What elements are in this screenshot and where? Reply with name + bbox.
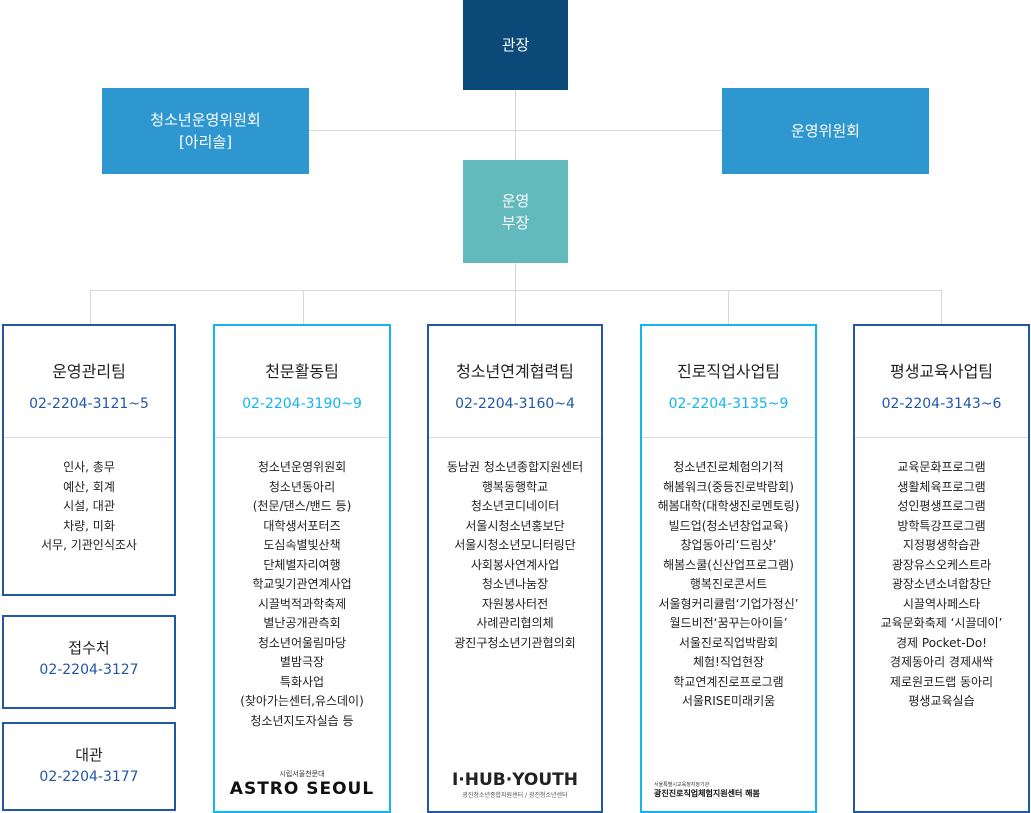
list-item: 시끌역사페스타 (902, 596, 981, 611)
connector-team-1 (90, 290, 91, 325)
rental-tel: 02-2204-3177 (39, 769, 139, 785)
team-name: 운영관리팀 (52, 362, 126, 381)
team-name: 청소년연계협력팀 (456, 362, 574, 381)
team-tel: 02-2204-3135~9 (668, 396, 789, 412)
list-item: 교육문화축제 ‘시끌데이’ (880, 616, 1003, 630)
list-item: 단체별자리여행 (263, 557, 341, 572)
list-item: 사례관리협의체 (476, 616, 554, 630)
connector-committees (309, 130, 722, 131)
youth-committee-box: 청소년운영위원회 [아리솔] (102, 88, 309, 174)
list-item: 사회봉사연계사업 (470, 557, 560, 572)
reception-name: 접수처 (68, 639, 110, 657)
list-item: 체험!직업현장 (692, 655, 765, 669)
list-item: 성인평생프로그램 (897, 499, 986, 513)
team-name: 진로직업사업팀 (676, 362, 781, 381)
astro-seoul-logo: 시립서울천문대 ASTRO SEOUL (215, 769, 389, 799)
list-item: 월드비전‘꿈꾸는아이들’ (669, 616, 788, 630)
list-item: 청소년진로체험의기적 (673, 460, 784, 474)
operating-committee-box: 운영위원회 (722, 88, 929, 174)
list-item: 서울시청소년홍보단 (465, 518, 565, 533)
connector-team-5 (941, 290, 942, 325)
list-item: (찾아가는센터,유스데이) (240, 694, 364, 708)
haebom-logo: 서울특별시교육청지정기관 광진진로직업체험지원센터 해봄 (642, 781, 815, 799)
team-tel: 02-2204-3143~6 (881, 396, 1002, 412)
list-item: 시설, 대관 (63, 499, 115, 513)
list-item: 생활체육프로그램 (897, 479, 986, 494)
reception-tel: 02-2204-3127 (39, 662, 139, 678)
rental-box: 대관 02-2204-3177 (2, 722, 176, 811)
team-name: 평생교육사업팀 (889, 362, 994, 381)
team-tel: 02-2204-3190~9 (242, 396, 362, 412)
manager-box: 운영 부장 (463, 160, 568, 263)
list-item: 차량, 미화 (63, 518, 115, 533)
list-item: (천문/댄스/밴드 등) (252, 499, 352, 513)
list-item: 경제 Pocket-Do! (896, 635, 987, 650)
list-item: 경제동아리 경제새싹 (889, 655, 994, 669)
logo-text: ASTRO SEOUL (229, 779, 375, 799)
list-item: 평생교육실습 (908, 694, 975, 708)
list-item: 도심속별빛산책 (263, 538, 341, 552)
connector-team-2 (303, 290, 304, 325)
logo-sub: 광진청소년종합지원센터 / 광진청소년센터 (462, 792, 568, 799)
list-item: 별밤극장 (279, 655, 325, 669)
list-item: 특화사업 (279, 674, 325, 689)
list-item: 해봄워크(중등진로박람회) (663, 479, 794, 494)
list-item: 청소년코디네이터 (470, 499, 560, 513)
list-item: 빌드업(청소년창업교육) (668, 518, 789, 533)
list-item: 서울RISE미래키움 (681, 694, 776, 708)
list-item: 해봄대학(대학생진로멘토링) (657, 499, 800, 513)
rental-name: 대관 (75, 746, 103, 764)
list-item: 광진구청소년기관협의회 (454, 635, 576, 650)
list-item: 예산, 회계 (63, 479, 115, 494)
list-item: 청소년동아리 (268, 479, 336, 494)
list-item: 해봄스쿨(신산업프로그램) (663, 557, 794, 572)
list-item: 청소년지도자실습 등 (250, 713, 354, 728)
list-item: 청소년어울림마당 (257, 635, 347, 650)
ihub-youth-logo: I·HUB·YOUTH 광진청소년종합지원센터 / 광진청소년센터 (429, 770, 601, 799)
list-item: 서울진로직업박람회 (678, 635, 779, 650)
logo-sub: 서울특별시교육청지정기관 (654, 782, 710, 788)
list-item: 행복진로콘서트 (689, 577, 768, 591)
logo-text: 광진진로직업체험지원센터 해봄 (654, 789, 760, 798)
team-tel: 02-2204-3160~4 (455, 396, 575, 412)
reception-box: 접수처 02-2204-3127 (2, 615, 176, 709)
list-item: 서울형커리큘럼‘기업가정신’ (658, 596, 799, 611)
list-item: 청소년나눔장 (481, 577, 549, 591)
director-box: 관장 (463, 0, 568, 90)
list-item: 별난공개관측회 (263, 616, 341, 630)
team-operations: 운영관리팀 02-2204-3121~5 인사, 총무 예산, 회계 시설, 대관… (2, 324, 176, 596)
list-item: 지정평생학습관 (902, 538, 981, 552)
list-item: 대학생서포터즈 (263, 518, 341, 533)
team-name: 천문활동팀 (265, 362, 339, 381)
list-item: 청소년운영위원회 (257, 460, 347, 474)
connector-team-4 (728, 290, 729, 325)
list-item: 제로원코드랩 동아리 (889, 674, 994, 689)
list-item: 동남권 청소년종합지원센터 (446, 460, 584, 474)
list-item: 학교연계진로프로그램 (673, 674, 784, 689)
list-item: 시끌벅적과학축제 (257, 596, 347, 611)
list-item: 창업동아리‘드림샷’ (680, 538, 777, 552)
list-item: 방학특강프로그램 (897, 518, 986, 533)
list-item: 서무, 기관인식조사 (41, 538, 137, 552)
connector-teams (90, 290, 942, 291)
list-item: 서울시청소년모니터링단 (454, 538, 576, 552)
list-item: 학교및기관연계사업 (252, 577, 352, 591)
list-item: 광장유스오케스트라 (891, 557, 992, 572)
list-item: 교육문화프로그램 (897, 460, 986, 474)
list-item: 자원봉사터전 (481, 596, 549, 611)
logo-sub: 시립서울천문대 (279, 770, 325, 778)
list-item: 인사, 총무 (63, 460, 115, 474)
list-item: 광장소년소녀합창단 (891, 577, 992, 591)
logo-text: I·HUB·YOUTH (451, 770, 578, 790)
team-tel: 02-2204-3121~5 (29, 396, 149, 412)
list-item: 행복동행학교 (481, 479, 549, 494)
connector-team-3 (515, 290, 516, 325)
